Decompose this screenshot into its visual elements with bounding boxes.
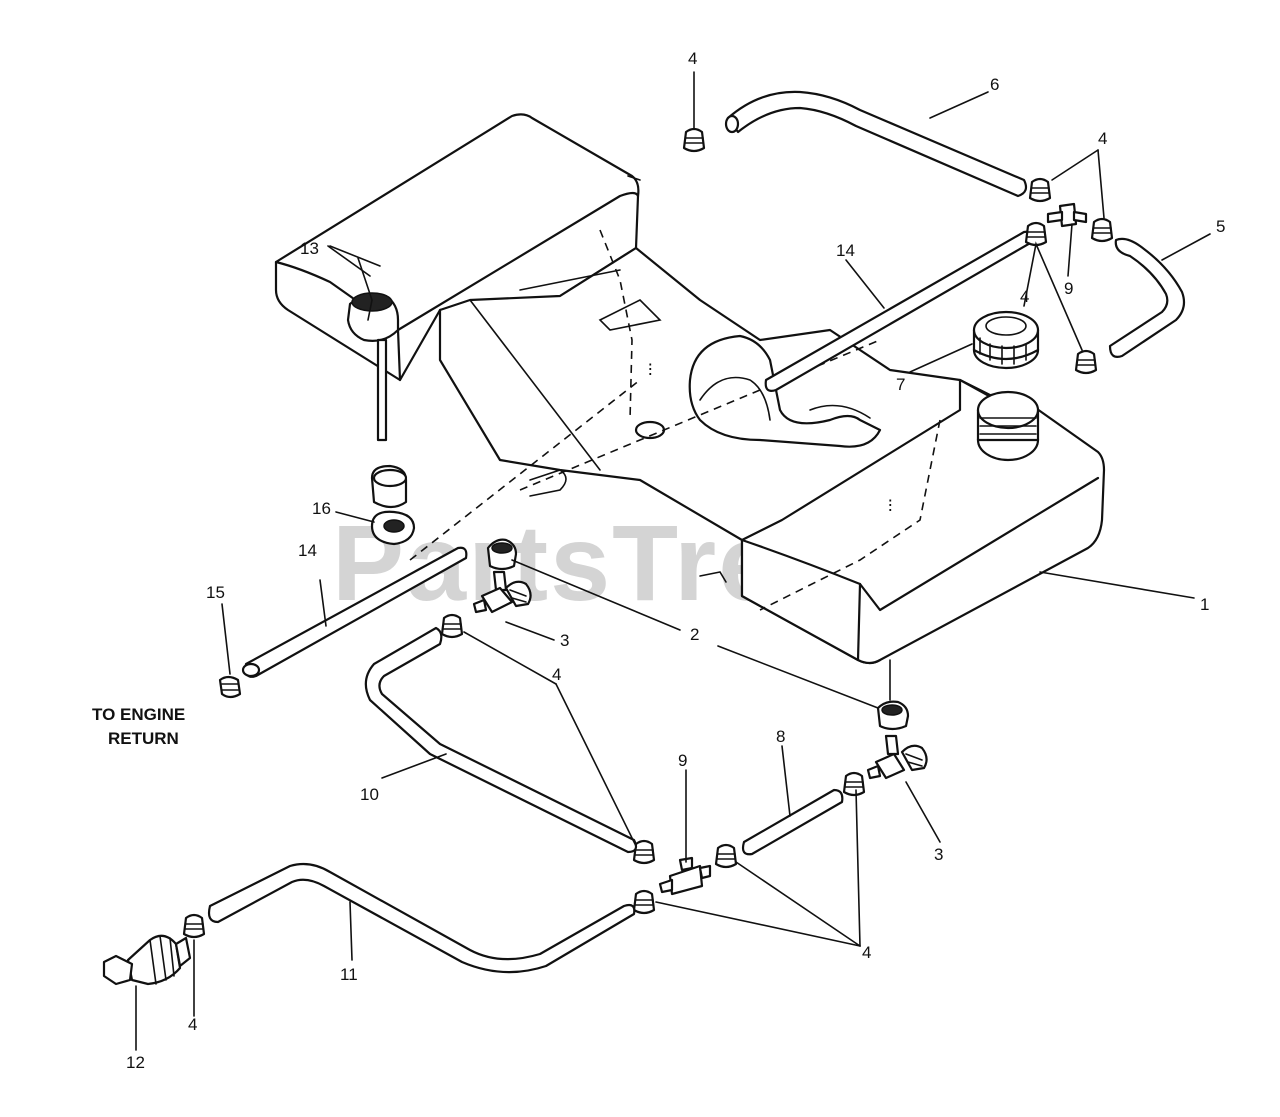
hose-clamps	[182, 127, 1114, 939]
clamp	[1028, 177, 1052, 203]
fuel-line-11	[207, 862, 636, 974]
clamp	[632, 839, 656, 865]
shutoff-valve-upper	[472, 570, 532, 614]
leader-lines	[135, 71, 1211, 1051]
fuel-line-10	[364, 626, 638, 854]
clamp	[632, 889, 656, 915]
label-4-top-right: 4	[1098, 129, 1107, 148]
fuel-line-5	[1108, 237, 1186, 358]
label-9-top: 9	[1064, 279, 1073, 298]
bushing-upper	[486, 538, 518, 571]
fuel-line-8	[741, 788, 844, 856]
label-10: 10	[360, 785, 379, 804]
label-3-upper: 3	[560, 631, 569, 650]
valve-assembly	[346, 292, 416, 546]
label-9-bottom: 9	[678, 751, 687, 770]
fuel-filter	[102, 934, 192, 986]
label-4-right: 4	[1020, 287, 1029, 306]
label-14-top: 14	[836, 241, 855, 260]
label-16: 16	[312, 499, 331, 518]
engine-return-note: TO ENGINE RETURN	[92, 705, 185, 748]
fuel-line-14-left	[218, 546, 468, 699]
label-15: 15	[206, 583, 225, 602]
tee-fitting-bottom	[658, 856, 712, 896]
label-3-lower: 3	[934, 845, 943, 864]
fuel-line-6	[724, 90, 1028, 198]
shutoff-valve-lower	[866, 734, 928, 780]
clamp	[182, 913, 206, 939]
clamp	[440, 613, 464, 639]
tee-fitting-top	[1046, 202, 1088, 228]
gas-cap	[972, 310, 1040, 370]
label-8: 8	[776, 727, 785, 746]
note-line-1: TO ENGINE	[92, 705, 185, 724]
clamp	[682, 127, 706, 153]
label-7: 7	[896, 375, 905, 394]
label-2: 2	[690, 625, 699, 644]
bushing-lower	[876, 700, 910, 731]
clamp	[1074, 349, 1098, 375]
clamp	[1024, 221, 1048, 247]
label-1: 1	[1200, 595, 1209, 614]
vent-mark-a: ⫶	[648, 361, 652, 380]
label-4-top: 4	[688, 49, 697, 68]
label-4-bottom: 4	[862, 943, 871, 962]
label-11: 11	[340, 965, 358, 984]
note-line-2: RETURN	[108, 729, 179, 748]
label-14-left: 14	[298, 541, 317, 560]
clamp	[714, 843, 738, 869]
callout-labels: 4 6 4 5 9 4 14 7 1 13 16 14 15 3 2 4 10 …	[126, 49, 1225, 1072]
clamp	[1090, 217, 1114, 243]
label-13: 13	[300, 239, 319, 258]
vent-mark-b: ⫶	[888, 497, 892, 516]
label-4-filter: 4	[188, 1015, 197, 1034]
label-5: 5	[1216, 217, 1225, 236]
label-6: 6	[990, 75, 999, 94]
clamp	[842, 771, 866, 797]
label-4-mid: 4	[552, 665, 561, 684]
label-12: 12	[126, 1053, 145, 1072]
